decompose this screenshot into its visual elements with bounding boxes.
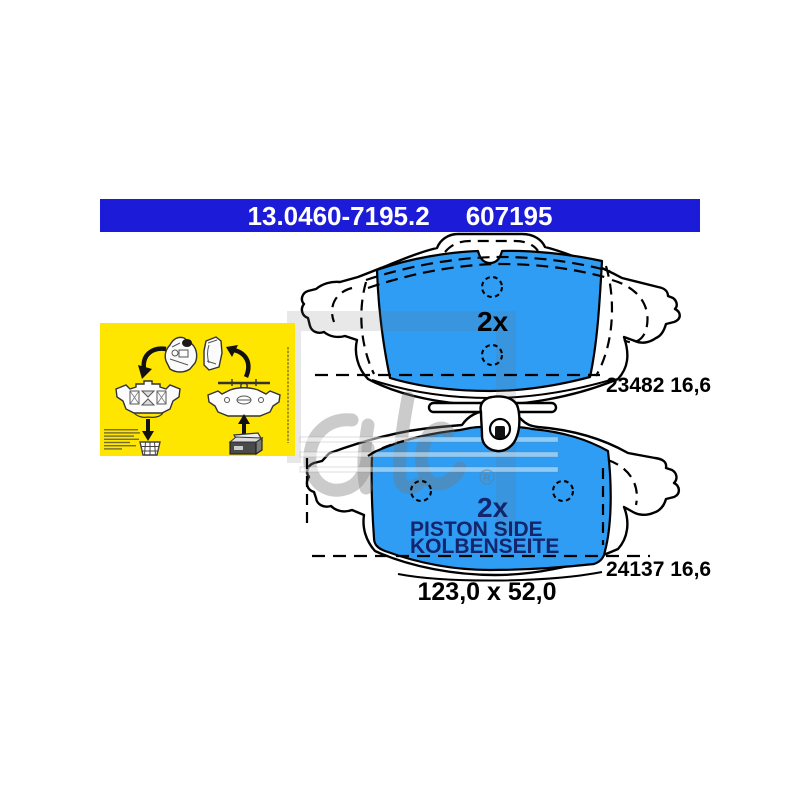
bottom-pad-drawing (305, 408, 681, 582)
part-number-bar: 13.0460-7195.2 607195 (100, 199, 700, 232)
arrow-down-icon (142, 419, 154, 441)
registered-trademark: R (479, 469, 495, 485)
piston-side-label-de: KOLBENSEITE (410, 535, 559, 558)
old-pad-icon (115, 380, 181, 418)
top-pad-detail-lines (315, 239, 649, 377)
curved-arrow-install-icon (226, 345, 251, 378)
wear-indicator-spring (427, 395, 558, 453)
fine-print-block (104, 429, 140, 450)
ate-watermark-stripes (299, 436, 559, 473)
parts-box-icon (228, 432, 264, 456)
reference-number: 607195 (465, 200, 553, 231)
pad-dimensions-label: 123,0 x 52,0 (417, 578, 556, 606)
edge-code-top: 23482 16,6 (606, 374, 711, 397)
part-number: 13.0460-7195.2 (247, 200, 430, 231)
carrier-bracket-icon (203, 336, 223, 371)
svg-text:R: R (483, 473, 491, 484)
quantity-label-bottom: 2x (477, 492, 509, 523)
edge-code-bottom: 24137 16,6 (606, 558, 711, 581)
brake-pads-technical-drawing: R (287, 232, 711, 606)
trash-basket-icon (139, 441, 161, 456)
new-pad-icon (207, 379, 281, 417)
bottom-pad-detail-lines (305, 439, 650, 558)
ate-script-watermark: R (299, 391, 559, 497)
quantity-label-top: 2x (477, 306, 509, 337)
caliper-icon (164, 336, 198, 373)
piston-side-label-en: PISTON SIDE (410, 518, 543, 541)
curved-arrow-remove-icon (138, 346, 167, 379)
instruction-infobox (100, 323, 295, 456)
